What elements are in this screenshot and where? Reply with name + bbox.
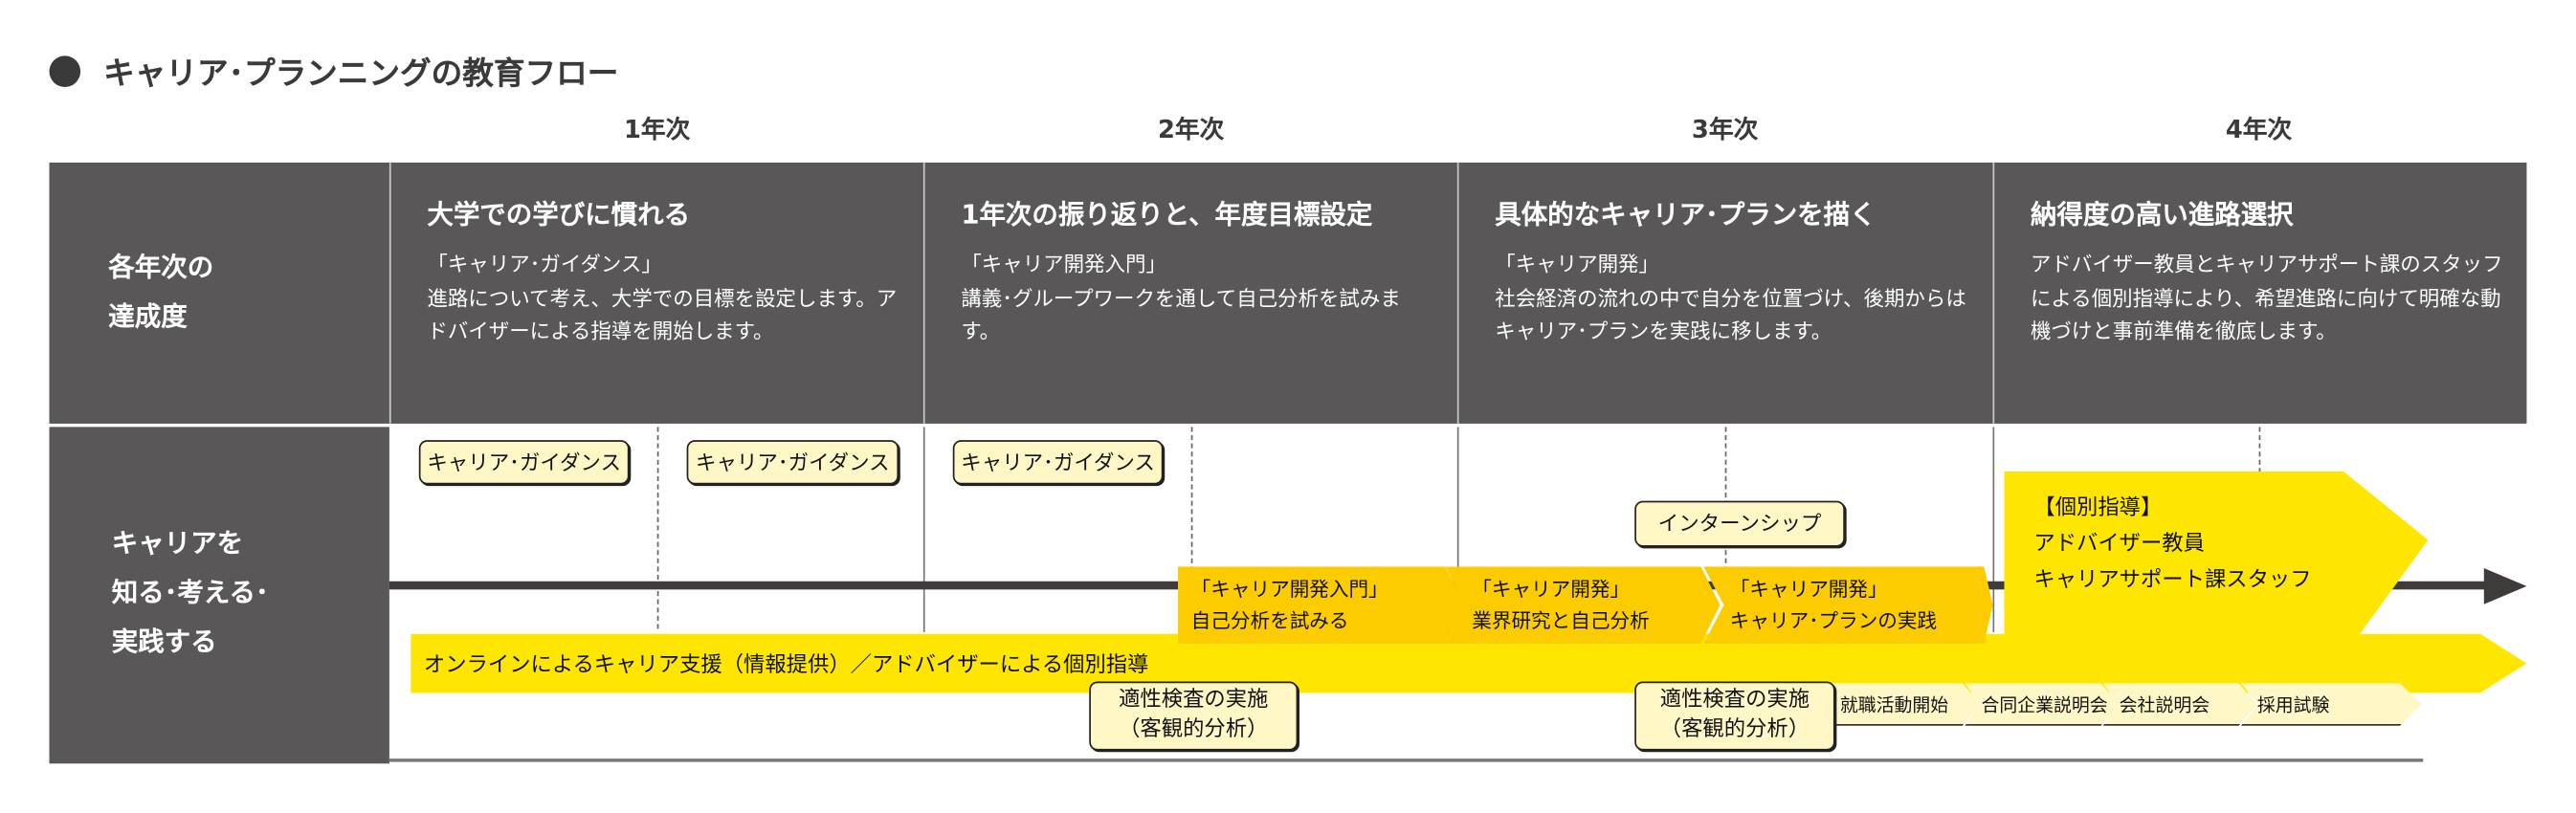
year-4-label: 4年次 bbox=[2225, 115, 2293, 145]
achievement-row-header: 各年次の 達成度 bbox=[108, 243, 213, 341]
goal-course: 「キャリア開発入門」 bbox=[961, 251, 1166, 276]
chevron-line: 自己分析を試みる bbox=[1190, 608, 1349, 632]
internship-box: インターンシップ bbox=[1634, 500, 1845, 547]
course-chevron-dev1: 「キャリア開発」 業界研究と自己分析 bbox=[1445, 566, 1721, 644]
chevron-line: キャリア･プランの実践 bbox=[1729, 608, 1938, 632]
job-step: 採用試験 bbox=[2240, 683, 2422, 726]
goal-text: アドバイザー教員とキャリアサポート課のスタッフによる個別指導により、希望進路に向… bbox=[2030, 251, 2503, 343]
career-row-header-bg bbox=[49, 427, 389, 764]
row-header-line: 達成度 bbox=[108, 300, 188, 332]
year-divider bbox=[1456, 427, 1459, 632]
year-divider bbox=[1992, 427, 1995, 632]
aptitude-line: （客観的分析） bbox=[1119, 717, 1269, 742]
goal-text: 講義･グループワークを通して自己分析を試みます。 bbox=[961, 284, 1401, 343]
semester-divider bbox=[656, 427, 659, 629]
guidance-box: キャリア･ガイダンス bbox=[418, 440, 630, 485]
page-title: キャリア･プランニングの教育フロー bbox=[49, 50, 619, 94]
chevron-line: 業界研究と自己分析 bbox=[1472, 608, 1650, 632]
bullet-icon bbox=[49, 55, 81, 87]
year-1-label: 1年次 bbox=[624, 115, 691, 145]
guidance-box: キャリア･ガイダンス bbox=[686, 440, 899, 485]
title-text: キャリア･プランニングの教育フロー bbox=[103, 55, 619, 93]
chevron-line: キャリアサポート課スタッフ bbox=[2033, 568, 2312, 593]
row-header-line: 実践する bbox=[111, 626, 217, 657]
course-chevron-dev2: 「キャリア開発」 キャリア･プランの実践 bbox=[1703, 566, 1993, 644]
goal-course: 「キャリア開発」 bbox=[1495, 251, 1659, 276]
year-divider bbox=[922, 427, 925, 632]
semester-divider bbox=[1190, 427, 1193, 629]
chevron-line: 「キャリア開発」 bbox=[1729, 578, 1888, 602]
job-step: 合同企業説明会 bbox=[1965, 683, 2120, 726]
row-header-line: 知る･考える･ bbox=[111, 576, 269, 608]
goal-text: 社会経済の流れの中で自分を位置づけ、後期からはキャリア･プランを実践に移します。 bbox=[1495, 284, 1966, 343]
career-row-header: キャリアを 知る･考える･ 実践する bbox=[112, 519, 269, 668]
row-header-line: 各年次の bbox=[108, 251, 214, 283]
goal-text: 進路について考え、大学での目標を設定します。アドバイザーによる指導を開始します。 bbox=[427, 284, 898, 343]
goal-heading: 1年次の振り返りと、年度目標設定 bbox=[961, 198, 1373, 231]
guidance-box: キャリア･ガイダンス bbox=[952, 440, 1164, 485]
bottom-rule bbox=[389, 758, 2424, 762]
aptitude-line: （客観的分析） bbox=[1659, 717, 1810, 742]
achievement-band bbox=[49, 162, 2527, 424]
chevron-line: 「キャリア開発入門」 bbox=[1190, 578, 1388, 602]
year-3-goal: 具体的なキャリア･プランを描く 「キャリア開発」 社会経済の流れの中で自分を位置… bbox=[1456, 162, 1991, 424]
year-3-label: 3年次 bbox=[1691, 115, 1759, 145]
year-4-goal: 納得度の高い進路選択 アドバイザー教員とキャリアサポート課のスタッフによる個別指… bbox=[1992, 162, 2526, 424]
goal-heading: 納得度の高い進路選択 bbox=[2030, 198, 2294, 231]
aptitude-test-box: 適性検査の実施 （客観的分析） bbox=[1089, 681, 1299, 751]
individual-guidance-chevron: 【個別指導】 アドバイザー教員 キャリアサポート課スタッフ bbox=[2004, 471, 2429, 657]
aptitude-line: 適性検査の実施 bbox=[1659, 688, 1810, 714]
course-chevron-intro: 「キャリア開発入門」 自己分析を試みる bbox=[1177, 566, 1466, 644]
goal-course: 「キャリア･ガイダンス」 bbox=[427, 251, 662, 276]
goal-heading: 大学での学びに慣れる bbox=[427, 198, 691, 231]
job-step: 会社説明会 bbox=[2102, 683, 2257, 726]
year-1-goal: 大学での学びに慣れる 「キャリア･ガイダンス」 進路について考え、大学での目標を… bbox=[389, 162, 923, 424]
goal-heading: 具体的なキャリア･プランを描く bbox=[1495, 198, 1876, 231]
year-2-label: 2年次 bbox=[1157, 115, 1225, 145]
aptitude-line: 適性検査の実施 bbox=[1119, 688, 1269, 714]
year-2-goal: 1年次の振り返りと、年度目標設定 「キャリア開発入門」 講義･グループワークを通… bbox=[922, 162, 1457, 424]
chevron-line: 「キャリア開発」 bbox=[1472, 578, 1631, 602]
online-support-text: オンラインによるキャリア支援（情報提供）／アドバイザーによる個別指導 bbox=[423, 653, 1149, 679]
arrow-right-icon bbox=[2483, 568, 2527, 604]
aptitude-test-box: 適性検査の実施 （客観的分析） bbox=[1634, 681, 1835, 751]
chevron-line: 【個別指導】 bbox=[2033, 495, 2163, 521]
row-header-line: キャリアを bbox=[111, 527, 244, 559]
chevron-line: アドバイザー教員 bbox=[2033, 532, 2205, 557]
job-step: 就職活動開始 bbox=[1823, 683, 1982, 726]
